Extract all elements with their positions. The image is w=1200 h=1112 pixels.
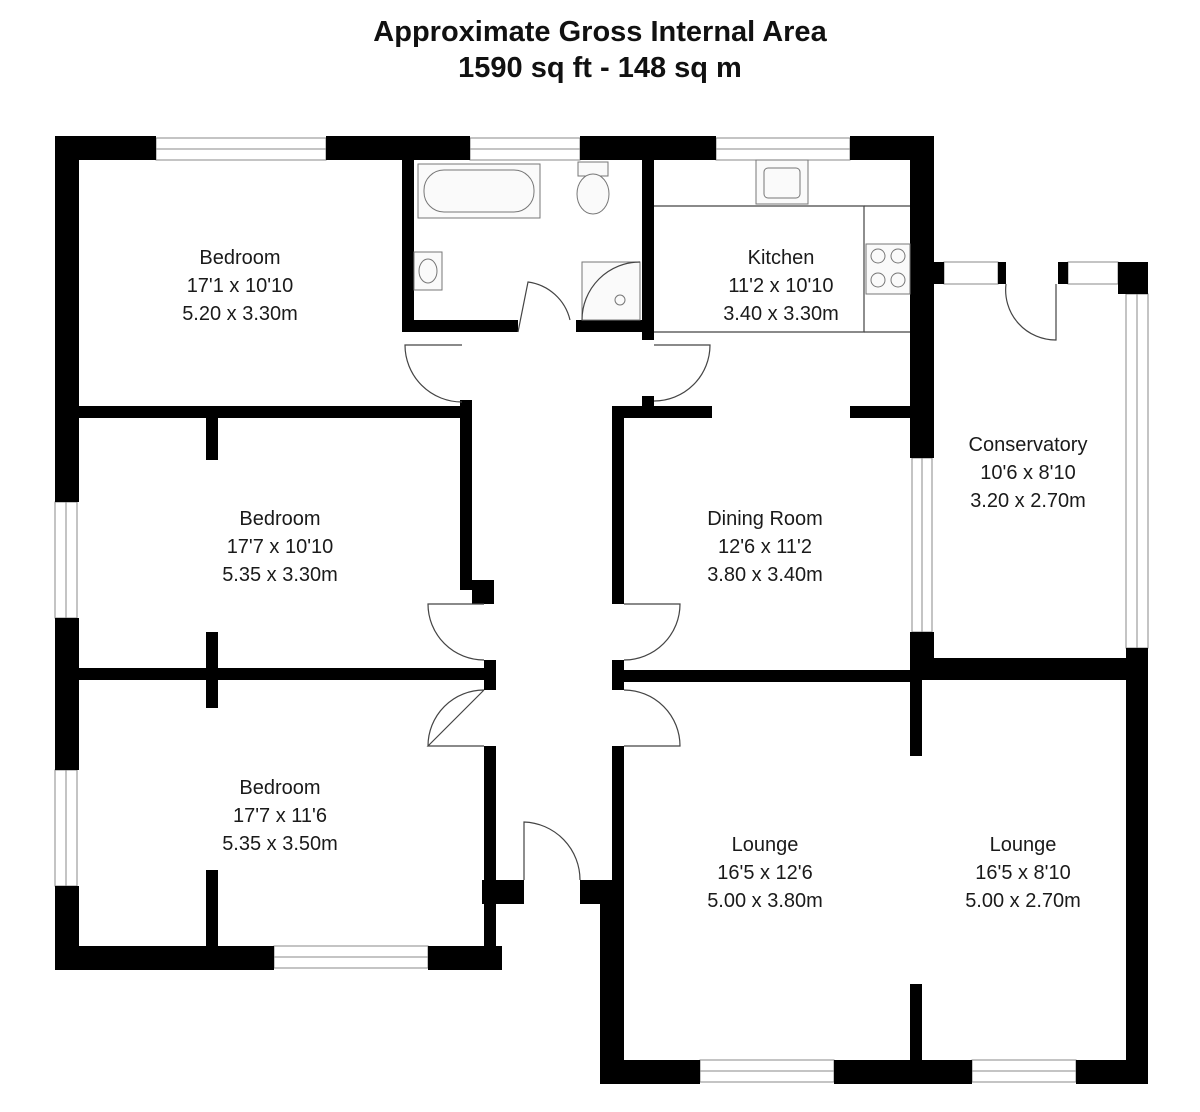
room-label-dining-room: Dining Room 12'6 x 11'2 3.80 x 3.40m: [707, 508, 823, 586]
room-name: Dining Room: [707, 508, 823, 530]
room-name: Lounge: [990, 834, 1057, 856]
room-label-kitchen: Kitchen 11'2 x 10'10 3.40 x 3.30m: [723, 247, 839, 325]
bath-icon: [417, 163, 541, 219]
sink-icon: [755, 159, 809, 205]
room-name: Kitchen: [748, 247, 815, 269]
room-size-imperial: 17'7 x 11'6: [233, 805, 327, 827]
room-size-imperial: 10'6 x 8'10: [980, 462, 1076, 484]
toilet-icon: [576, 161, 610, 215]
room-size-metric: 5.00 x 2.70m: [965, 890, 1081, 912]
basin-icon: [413, 251, 443, 291]
room-name: Bedroom: [239, 508, 320, 530]
room-size-imperial: 11'2 x 10'10: [728, 275, 833, 297]
room-label-lounge-2: Lounge 16'5 x 8'10 5.00 x 2.70m: [965, 834, 1081, 912]
room-label-bedroom-2: Bedroom 17'7 x 10'10 5.35 x 3.30m: [222, 508, 338, 586]
room-size-imperial: 16'5 x 12'6: [717, 862, 813, 884]
room-label-conservatory: Conservatory 10'6 x 8'10 3.20 x 2.70m: [969, 434, 1088, 512]
windows: [54, 137, 1149, 1083]
room-size-metric: 3.80 x 3.40m: [707, 564, 823, 586]
room-size-imperial: 17'7 x 10'10: [227, 536, 334, 558]
room-label-lounge-1: Lounge 16'5 x 12'6 5.00 x 3.80m: [707, 834, 823, 912]
kitchen-counter: [654, 205, 910, 333]
room-size-metric: 3.20 x 2.70m: [970, 490, 1086, 512]
outer-walls: [55, 136, 1148, 1084]
room-size-metric: 5.35 x 3.50m: [222, 833, 338, 855]
hob-icon: [865, 243, 911, 295]
room-size-imperial: 16'5 x 8'10: [975, 862, 1071, 884]
interior-walls: [79, 160, 1126, 1062]
room-size-metric: 5.20 x 3.30m: [182, 303, 298, 325]
room-name: Lounge: [732, 834, 799, 856]
plan-title-line1: Approximate Gross Internal Area: [373, 16, 827, 48]
plan-title: Approximate Gross Internal Area 1590 sq …: [0, 14, 1200, 86]
room-size-metric: 5.35 x 3.30m: [222, 564, 338, 586]
plan-title-line2: 1590 sq ft - 148 sq m: [458, 52, 742, 84]
door-swings: [404, 281, 1057, 881]
room-label-bedroom-1: Bedroom 17'1 x 10'10 5.20 x 3.30m: [182, 247, 298, 325]
room-size-metric: 5.00 x 3.80m: [707, 890, 823, 912]
room-name: Conservatory: [969, 434, 1088, 456]
room-size-imperial: 17'1 x 10'10: [187, 275, 294, 297]
room-label-bedroom-3: Bedroom 17'7 x 11'6 5.35 x 3.50m: [222, 777, 338, 855]
room-name: Bedroom: [239, 777, 320, 799]
shower-icon: [581, 261, 641, 321]
room-size-imperial: 12'6 x 11'2: [718, 536, 812, 558]
room-size-metric: 3.40 x 3.30m: [723, 303, 839, 325]
room-name: Bedroom: [199, 247, 280, 269]
